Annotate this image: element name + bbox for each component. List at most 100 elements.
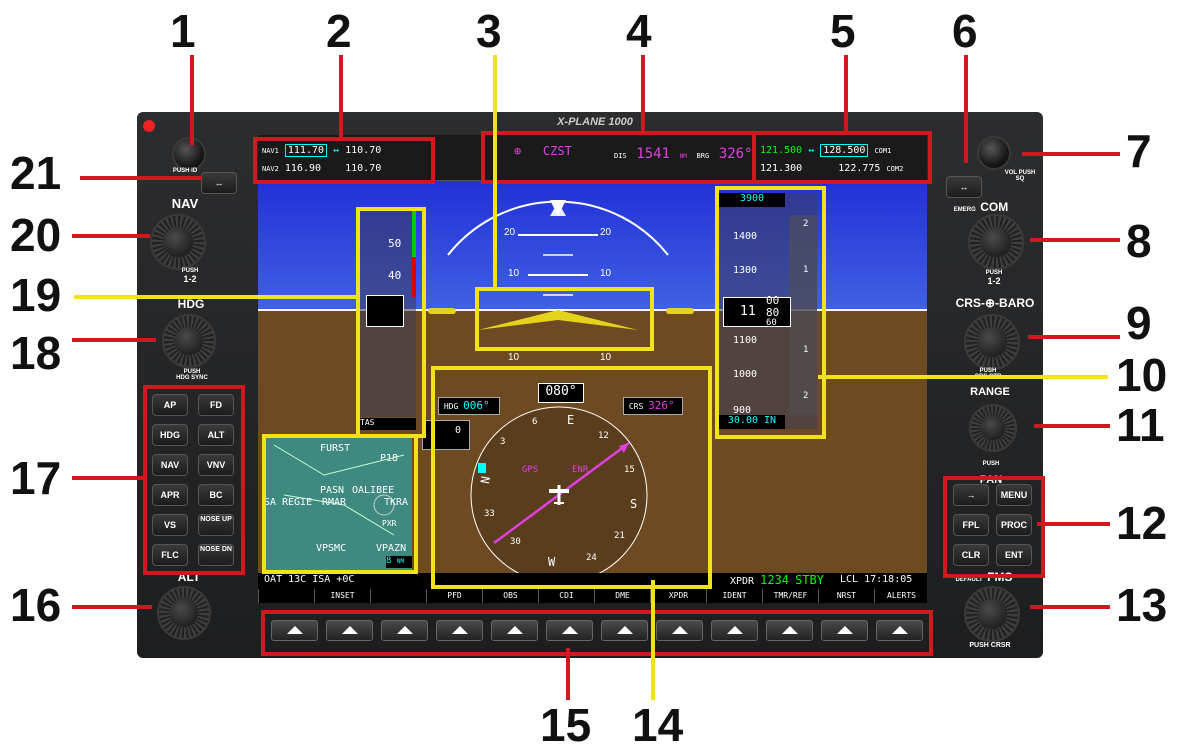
softkey-button[interactable] [436,620,483,641]
com2-active[interactable]: 121.300 [760,163,803,174]
nose-dn-button[interactable]: NOSE DN [198,544,234,566]
hsi-heading: 080° [538,383,584,403]
leader-line-18 [72,338,156,342]
alt-tick: 1000 [733,369,758,380]
compass-label: 6 [532,417,538,427]
nav1-active[interactable]: 111.70 [284,144,328,157]
leader-line-2 [339,55,343,139]
softkey-label: OBS [482,589,538,603]
callout-19: 19 [10,269,62,321]
com1-standby[interactable]: 128.500 [820,144,869,157]
lcl-group: LCL 17:18:05 [840,573,912,587]
compass-label: 24 [586,553,597,563]
softkey-label: PFD [426,589,482,603]
map-label: P18 [380,453,399,464]
menu-button[interactable]: MENU [996,484,1032,506]
nav-swap-button[interactable]: ↔ [201,172,237,194]
callout-box-softkeys [261,610,933,656]
softkey-button[interactable] [876,620,923,641]
hdg-box[interactable]: HDG 006° [438,397,500,415]
alt-tick: 900 [733,405,752,416]
leader-line-15 [566,648,570,700]
softkey-button[interactable] [711,620,758,641]
dis-label: DIS [614,152,627,160]
inset-map[interactable]: FURST P18 PASN OALIBEE REGIE RMAR TKRA P… [264,435,412,570]
com-swap-button[interactable]: ↔ [946,176,982,198]
com-volume-knob[interactable] [977,136,1011,170]
map-label: VPSMC [316,543,347,554]
softkey-label: XPDR [650,589,706,603]
brg-value: 326° [718,146,753,162]
nav-push-label: PUSH 1-2 [170,268,210,284]
range-knob[interactable] [969,404,1017,452]
ent-button[interactable]: ENT [996,544,1032,566]
direct-to-button[interactable]: → [953,484,989,506]
com-knob[interactable] [968,214,1024,270]
softkey-button[interactable] [271,620,318,641]
fd-button[interactable]: FD [198,394,234,416]
vs-button[interactable]: VS [152,514,188,536]
ap-button[interactable]: AP [152,394,188,416]
power-indicator [143,120,155,132]
bc-button[interactable]: BC [198,484,234,506]
alt-knob[interactable] [157,586,211,640]
fms-knob[interactable] [964,586,1020,642]
nav-knob-label: NAV [171,196,199,211]
leader-line-5 [844,55,848,133]
compass-label: 33 [484,509,495,519]
direct-to-icon: ⊕ [514,144,522,158]
softkey-button[interactable] [546,620,593,641]
leader-line-8 [1030,238,1120,242]
softkey-button[interactable] [326,620,373,641]
softkey-button[interactable] [766,620,813,641]
com-push-text: PUSH [985,270,1003,276]
apr-button[interactable]: APR [152,484,188,506]
softkey-button[interactable] [381,620,428,641]
baro-setting[interactable]: 30.00 IN [719,415,785,429]
nav-knob[interactable] [150,214,206,270]
softkey-button[interactable] [656,620,703,641]
com-push-label: PUSH 1-2 [974,270,1014,286]
xpdr-label: XPDR [730,576,755,587]
nav-volume-knob[interactable] [172,137,206,171]
callout-3: 3 [476,5,502,57]
map-lines [273,444,405,536]
com-vol-label: VOL PUSH SQ [1000,170,1040,182]
leader-line-1 [190,55,194,145]
hdg-knob[interactable] [162,314,216,368]
alt-tick: 1300 [733,265,758,276]
softkey-button[interactable] [491,620,538,641]
softkey-button[interactable] [601,620,648,641]
lcl-label: LCL [840,574,859,585]
pitch-label: 10 [600,352,612,363]
softkey-label: ALERTS [874,589,927,603]
hdg-button[interactable]: HDG [152,424,188,446]
map-label: SA [264,497,277,508]
leader-line-13 [1030,605,1110,609]
crs-baro-knob[interactable] [964,314,1020,370]
proc-button[interactable]: PROC [996,514,1032,536]
com1-active[interactable]: 121.500 [760,145,803,156]
fpl-button[interactable]: FPL [953,514,989,536]
hsi-compass [470,406,648,583]
nav-button[interactable]: NAV [152,454,188,476]
com2-label: COM2 [886,165,904,173]
nav2-standby[interactable]: 110.70 [345,163,382,174]
crs-box[interactable]: CRS 326° [623,397,683,415]
softkey-button[interactable] [821,620,868,641]
callout-2: 2 [326,5,352,57]
hdg-value: 006° [463,399,490,412]
nav2-active[interactable]: 116.90 [284,163,322,174]
vnv-button[interactable]: VNV [198,454,234,476]
com2-standby[interactable]: 122.775 [838,163,881,174]
alt-button[interactable]: ALT [198,424,234,446]
tas-label: TAS [360,418,416,430]
flc-button[interactable]: FLC [152,544,188,566]
push-crsr-label: PUSH CRSR [969,642,1011,649]
clr-button[interactable]: CLR [953,544,989,566]
softkey-label: CDI [538,589,594,603]
selected-altitude[interactable]: 3900 [719,193,785,207]
callout-1: 1 [170,5,196,57]
nav1-standby[interactable]: 110.70 [345,145,382,156]
nose-up-button[interactable]: NOSE UP [198,514,234,536]
